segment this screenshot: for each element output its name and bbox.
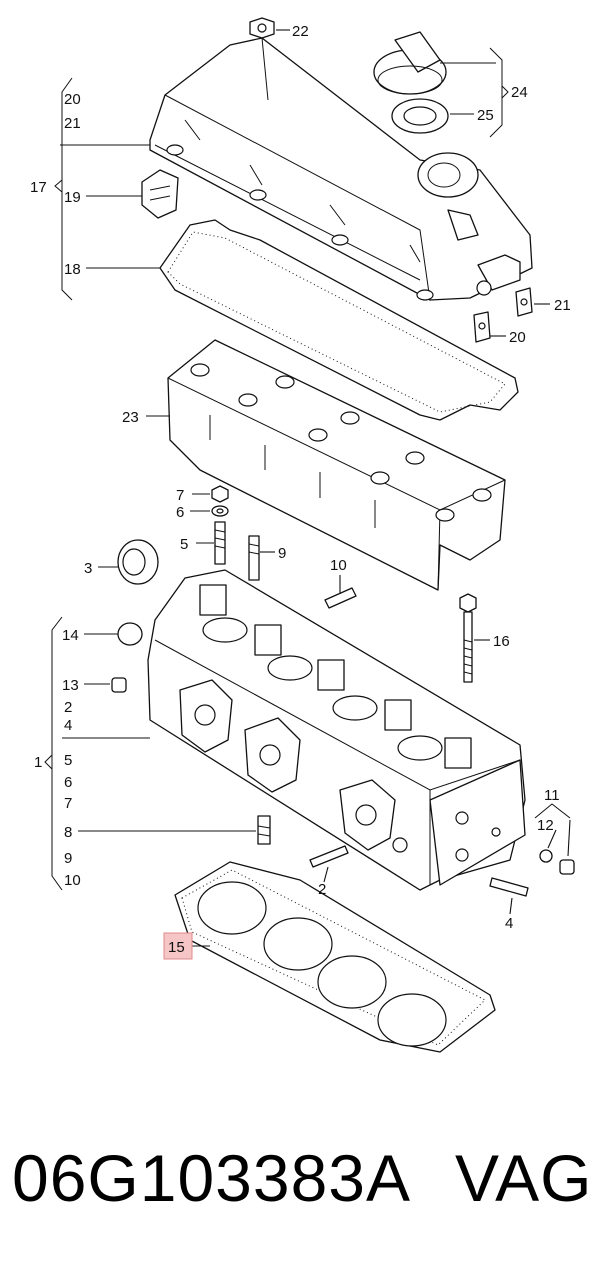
callout-9-top: 9 xyxy=(278,545,286,562)
callout-25: 25 xyxy=(477,107,494,124)
part-number: 06G103383A xyxy=(12,1141,412,1215)
bracket-20 xyxy=(473,311,491,343)
callout-19: 19 xyxy=(64,189,81,206)
stud-8 xyxy=(257,815,271,845)
valve-cover xyxy=(149,37,533,301)
callout-22: 22 xyxy=(292,23,309,40)
callout-17: 17 xyxy=(30,179,47,196)
brand-label: VAG xyxy=(455,1141,593,1215)
callout-8: 8 xyxy=(64,824,72,841)
callout-6-top: 6 xyxy=(176,504,184,521)
callout-20-top: 20 xyxy=(64,91,81,108)
callout-12: 12 xyxy=(537,817,554,834)
stud-5 xyxy=(214,521,226,565)
head-gasket xyxy=(174,861,496,1053)
bracket-24 xyxy=(489,47,509,138)
callout-11: 11 xyxy=(544,787,560,804)
leader-lines xyxy=(60,29,571,947)
callout-4-left: 4 xyxy=(64,717,72,734)
callout-14: 14 xyxy=(62,627,79,644)
valve-cover-gasket xyxy=(159,219,519,421)
camshaft-housing xyxy=(167,339,506,591)
callout-4-bottom: 4 xyxy=(505,915,513,932)
cap-seal xyxy=(391,98,449,134)
callout-15: 15 xyxy=(168,939,185,956)
callout-10-top: 10 xyxy=(330,557,347,574)
callout-23: 23 xyxy=(122,409,139,426)
callout-24: 24 xyxy=(511,84,528,101)
plug-11 xyxy=(559,859,575,875)
callout-7-left: 7 xyxy=(64,795,72,812)
nut-22 xyxy=(249,17,275,39)
callout-16: 16 xyxy=(493,633,510,650)
oil-filler-cap xyxy=(373,31,447,95)
callout-7-top: 7 xyxy=(176,487,184,504)
callout-2-bottom: 2 xyxy=(318,881,326,898)
exploded-parts-diagram: 22 24 25 20 21 17 19 18 21 20 23 7 6 5 9… xyxy=(30,17,575,1053)
bracket-11 xyxy=(534,803,571,819)
callout-10-left: 10 xyxy=(64,872,81,889)
callout-3: 3 xyxy=(84,560,92,577)
callout-1: 1 xyxy=(34,754,42,771)
washer-6 xyxy=(211,505,229,517)
bracket-21 xyxy=(515,287,533,317)
callout-20-right: 20 xyxy=(509,329,526,346)
oil-seal-3 xyxy=(117,539,159,585)
cylinder-head-bolt xyxy=(459,593,477,683)
cylinder-head xyxy=(147,569,526,891)
plug-14 xyxy=(117,622,143,646)
nut-7 xyxy=(211,485,229,503)
dowel-10 xyxy=(324,587,357,609)
bracket-17 xyxy=(54,77,73,301)
stud-9 xyxy=(248,535,260,581)
clip-19 xyxy=(141,169,179,219)
stud-2 xyxy=(309,845,349,868)
callout-9-left: 9 xyxy=(64,850,72,867)
stud-4 xyxy=(489,877,529,897)
callout-21-right: 21 xyxy=(554,297,571,314)
callout-21-top: 21 xyxy=(64,115,81,132)
bracket-1 xyxy=(44,616,63,891)
callout-2-left: 2 xyxy=(64,699,72,716)
callout-5-top: 5 xyxy=(180,536,188,553)
washer-12 xyxy=(539,849,553,863)
callout-15-highlight xyxy=(163,932,193,960)
callout-6-left: 6 xyxy=(64,774,72,791)
callout-13: 13 xyxy=(62,677,79,694)
callout-18: 18 xyxy=(64,261,81,278)
callout-5-left: 5 xyxy=(64,752,72,769)
plug-13 xyxy=(111,677,127,693)
